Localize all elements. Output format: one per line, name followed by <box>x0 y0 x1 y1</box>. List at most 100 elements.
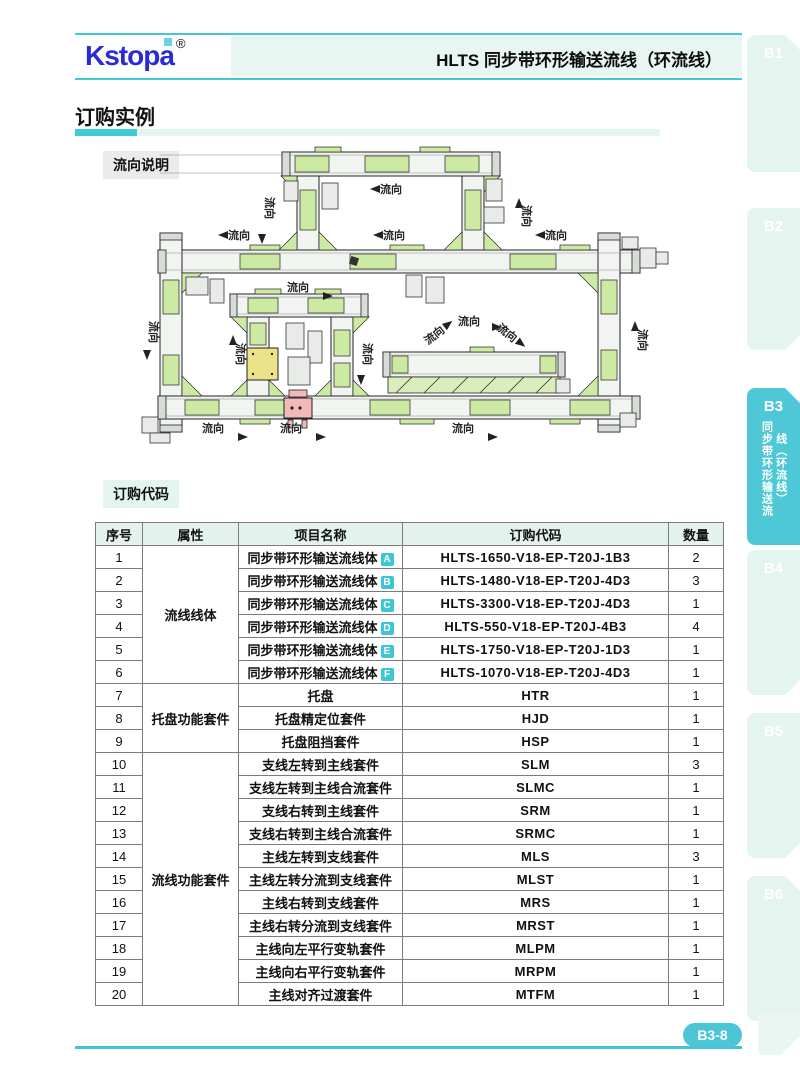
sidebar-tab-b4[interactable]: B4 <box>747 550 800 695</box>
header-top-rule <box>75 33 742 35</box>
sensor-mark <box>348 255 360 267</box>
attribute-cell: 流线功能套件 <box>142 752 239 1006</box>
row-number-cell: 9 <box>95 729 143 753</box>
rail-end-caps <box>157 151 641 433</box>
transfer-hatch-zone <box>387 376 561 394</box>
flow-direction-labels: 流向 流向 流向 流向 流向 流向 流向 流向 流向 流向 流向 流向 流向 流… <box>143 182 650 441</box>
item-name: 主线右转到支线套件 <box>261 895 379 911</box>
quantity-cell: 1 <box>668 890 724 914</box>
row-number-cell: 8 <box>95 706 143 730</box>
quantity-cell: 1 <box>668 867 724 891</box>
quantity-cell: 4 <box>668 614 724 638</box>
order-code-cell: HLTS-550-V18-EP-T20J-4B3 <box>402 614 669 638</box>
sidebar-tab-b5[interactable]: B5 <box>747 713 800 858</box>
item-name-cell: 托盘阻挡套件 <box>238 729 403 753</box>
flow-direction-label: 流向 <box>458 314 480 328</box>
flow-direction-label: 流向 <box>545 228 567 242</box>
flow-direction-label: 流向 <box>636 329 650 351</box>
conveyor-layout-diagram: 流向 流向 流向 流向 流向 流向 流向 流向 流向 流向 流向 流向 流向 流… <box>141 146 669 444</box>
header-quantity: 数量 <box>668 522 724 546</box>
quantity-cell: 1 <box>668 959 724 983</box>
flow-description-label: 流向说明 <box>103 151 179 179</box>
variant-badge: C <box>380 598 394 612</box>
section-underline <box>75 129 137 136</box>
quantity-cell: 1 <box>668 660 724 684</box>
item-name: 同步带环形输送流线体 <box>247 642 378 658</box>
order-code-label: 订购代码 <box>103 480 179 508</box>
row-number-cell: 15 <box>95 867 143 891</box>
order-code-cell: MLPM <box>402 936 669 960</box>
item-name: 主线向右平行变轨套件 <box>255 964 386 980</box>
header-order-code: 订购代码 <box>402 522 669 546</box>
order-code-cell: SRMC <box>402 821 669 845</box>
flow-direction-label: 流向 <box>147 321 161 343</box>
quantity-cell: 1 <box>668 936 724 960</box>
flow-direction-label: 流向 <box>202 421 224 435</box>
sidebar-tab-b6[interactable]: B6 <box>747 876 800 1021</box>
flow-direction-label: 流向 <box>452 421 474 435</box>
quantity-cell: 1 <box>668 913 724 937</box>
attribute-cell: 托盘功能套件 <box>142 683 239 753</box>
flow-direction-label: 流向 <box>383 228 405 242</box>
flow-direction-label: 流向 <box>421 323 447 348</box>
logo-accent <box>164 38 172 46</box>
footer-rule <box>75 1046 742 1049</box>
belt-segments <box>162 146 618 425</box>
quantity-cell: 1 <box>668 821 724 845</box>
row-number-cell: 20 <box>95 982 143 1006</box>
stopper-unit <box>283 389 313 429</box>
sidebar-tab-b3[interactable]: B3 同步带环形输送流 线（环流线） <box>747 388 800 545</box>
row-number-cell: 14 <box>95 844 143 868</box>
item-name: 同步带环形输送流线体 <box>247 573 378 589</box>
item-name: 支线右转到主线合流套件 <box>248 826 392 842</box>
row-number-cell: 17 <box>95 913 143 937</box>
flow-direction-label: 流向 <box>380 182 402 196</box>
item-name: 托盘 <box>307 688 334 704</box>
sidebar-tab-b1[interactable]: B1 <box>747 35 800 172</box>
sidebar-tab-b2[interactable]: B2 <box>747 208 800 350</box>
quantity-cell: 1 <box>668 775 724 799</box>
header-bottom-rule <box>75 78 742 80</box>
item-name: 同步带环形输送流线体 <box>247 665 378 681</box>
header-attribute: 属性 <box>142 522 239 546</box>
attribute-cell: 流线线体 <box>142 545 239 684</box>
order-code-cell: MRST <box>402 913 669 937</box>
rail-tracks <box>160 154 638 417</box>
variant-badge: A <box>380 552 394 566</box>
order-code-cell: HLTS-1750-V18-EP-T20J-1D3 <box>402 637 669 661</box>
row-number-cell: 12 <box>95 798 143 822</box>
drive-units <box>141 178 669 444</box>
row-number-cell: 11 <box>95 775 143 799</box>
quantity-cell: 3 <box>668 752 724 776</box>
header-no: 序号 <box>95 522 143 546</box>
quantity-cell: 1 <box>668 982 724 1006</box>
flow-direction-label: 流向 <box>287 280 309 294</box>
quantity-cell: 1 <box>668 798 724 822</box>
order-code-cell: SLM <box>402 752 669 776</box>
page-title: HLTS 同步带环形输送流线（环流线） <box>436 51 722 70</box>
registered-mark: ® <box>176 36 186 51</box>
variant-badge: D <box>380 621 394 635</box>
tab-subtitle-col-right: 线（环流线） <box>774 433 787 505</box>
order-code-cell: HLTS-1650-V18-EP-T20J-1B3 <box>402 545 669 569</box>
row-number-cell: 4 <box>95 614 143 638</box>
header-item-name: 项目名称 <box>238 522 403 546</box>
flow-direction-label: 流向 <box>280 421 302 435</box>
flow-direction-label: 流向 <box>520 205 534 227</box>
tab-subtitle-col-left: 同步带环形输送流 <box>760 421 773 517</box>
item-name-cell: 支线右转到主线合流套件 <box>238 821 403 845</box>
